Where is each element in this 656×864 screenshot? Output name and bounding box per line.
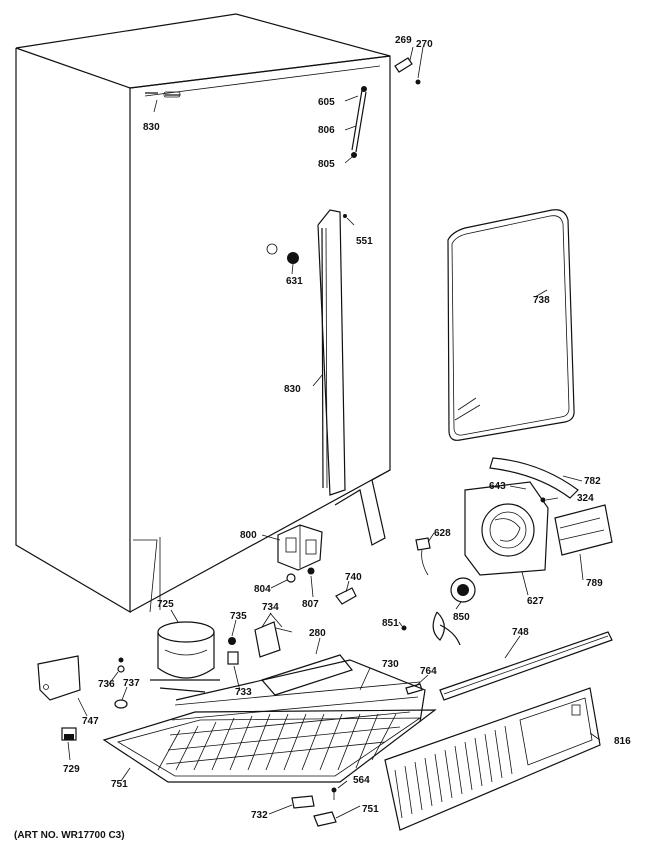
part-number: 269	[395, 35, 412, 46]
part-number: 732	[251, 810, 268, 821]
part-number: 631	[286, 276, 303, 287]
part-number: 643	[489, 481, 506, 492]
part-number: 804	[254, 584, 271, 595]
part-number: 628	[434, 528, 451, 539]
part-number: 764	[420, 666, 437, 677]
part-number: 830	[143, 122, 160, 133]
door-gasket	[447, 209, 575, 441]
part-number: 806	[318, 125, 335, 136]
part-number: 733	[235, 687, 252, 698]
part-number: 734	[262, 602, 279, 613]
part-number: 789	[586, 578, 603, 589]
part-number: 280	[309, 628, 326, 639]
part-number: 270	[416, 39, 433, 50]
part-number: 782	[584, 476, 601, 487]
part-number: 740	[345, 572, 362, 583]
part-number: 800	[240, 530, 257, 541]
part-number: 751	[111, 779, 128, 790]
part-number: 816	[614, 736, 631, 747]
valve-assembly	[277, 524, 357, 605]
part-number: 725	[157, 599, 174, 610]
part-number: 738	[533, 295, 550, 306]
part-number: 747	[82, 716, 99, 727]
art-number-caption: (ART NO. WR17700 C3)	[14, 830, 125, 841]
part-number: 735	[230, 611, 247, 622]
part-labels: 269 270 605 830 806 805 551 631 738 830 …	[63, 35, 631, 821]
part-number: 751	[362, 804, 379, 815]
compressor	[37, 621, 293, 741]
part-number: 564	[353, 775, 370, 786]
rail-and-back-cover	[384, 631, 613, 831]
part-number: 551	[356, 236, 373, 247]
part-number: 730	[382, 659, 399, 670]
part-number: 324	[577, 493, 594, 504]
part-number: 850	[453, 612, 470, 623]
leader-lines	[67, 46, 601, 819]
part-number: 605	[318, 97, 335, 108]
part-number: 736	[98, 679, 115, 690]
part-number: 627	[527, 596, 544, 607]
condenser-and-pan	[102, 654, 437, 827]
part-number: 737	[123, 678, 140, 689]
evaporator-fan-assembly	[401, 457, 613, 646]
part-number: 748	[512, 627, 529, 638]
part-number: 851	[382, 618, 399, 629]
part-number: 805	[318, 159, 335, 170]
part-number: 807	[302, 599, 319, 610]
part-number: 830	[284, 384, 301, 395]
part-number: 729	[63, 764, 80, 775]
cabinet	[15, 13, 421, 614]
